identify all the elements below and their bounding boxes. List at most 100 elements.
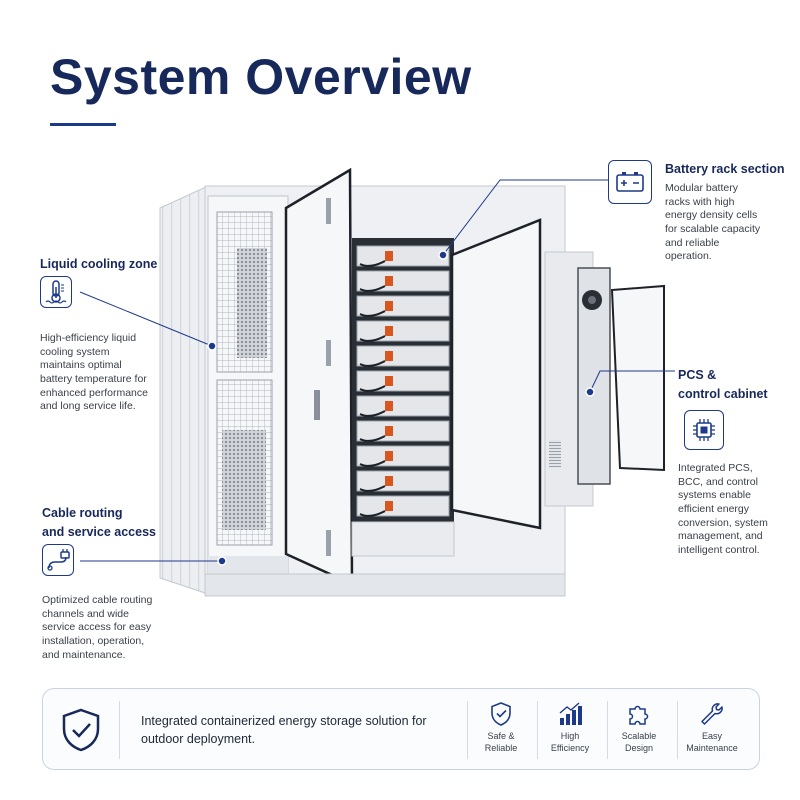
- door-handle-left: [314, 390, 320, 420]
- battery-module: [356, 495, 450, 517]
- pcs-callout-title-line2: control cabinet: [678, 387, 768, 402]
- thermometer-icon: [45, 280, 67, 304]
- cable-plug-icon: [47, 549, 70, 571]
- cooling-callout-icon-box: [40, 276, 72, 308]
- footer-panel: Integrated containerized energy storage …: [42, 688, 760, 770]
- cooling-vent-lower: [222, 430, 266, 530]
- pcs-callout-text: Integrated PCS, BCC, and control systems…: [678, 462, 768, 556]
- battery-module: [356, 395, 450, 417]
- leader-battery: [442, 179, 608, 256]
- leader-cooling: [79, 291, 213, 347]
- battery-cable: [359, 260, 386, 267]
- page-title: System Overview: [50, 49, 472, 105]
- battery-cable: [359, 310, 386, 317]
- container-base: [204, 573, 566, 597]
- battery-modules: [356, 245, 450, 517]
- feature-divider: [467, 701, 468, 759]
- battery-cable: [359, 335, 386, 342]
- shield-check-icon: [62, 708, 100, 752]
- battery-module: [356, 470, 450, 492]
- cable-callout-title-line2: and service access: [42, 525, 156, 540]
- leader-dots: [207, 250, 595, 566]
- feature-divider: [607, 701, 608, 759]
- door-hinge-left-3: [326, 530, 331, 556]
- cable-callout-icon-box: [42, 544, 74, 576]
- pcs-vent: [549, 440, 561, 468]
- feature-label-line1: Scalable: [621, 731, 657, 741]
- feature-safe-reliable: Safe &Reliable: [466, 701, 536, 754]
- battery-connector: [385, 451, 393, 461]
- battery-cable: [359, 435, 386, 442]
- battery-module: [356, 420, 450, 442]
- battery-connector: [385, 426, 393, 436]
- feature-label-line2: Maintenance: [686, 742, 738, 753]
- pcs-callout-title-line1: PCS &: [678, 368, 717, 382]
- battery-connector: [385, 401, 393, 411]
- battery-callout-icon-box: [608, 160, 652, 204]
- feature-label-line2: Efficiency: [550, 742, 590, 753]
- battery-callout-text: Modular battery racks with high energy d…: [665, 182, 761, 263]
- feature-label-line1: Safe &: [487, 731, 515, 741]
- feature-divider: [677, 701, 678, 759]
- battery-connector: [385, 351, 393, 361]
- feature-label-line1: Easy: [701, 731, 722, 741]
- wrench-icon: [701, 703, 723, 725]
- cable-callout-text: Optimized cable routing channels and wid…: [42, 594, 153, 661]
- open-door-battery: [450, 218, 542, 530]
- battery-cable: [359, 410, 386, 417]
- battery-connector: [385, 326, 393, 336]
- cooling-vent-grille: [237, 248, 267, 358]
- battery-connector: [385, 376, 393, 386]
- bar-chart-icon: [559, 702, 582, 725]
- battery-connector: [385, 476, 393, 486]
- battery-module: [356, 320, 450, 342]
- battery-connector: [385, 301, 393, 311]
- battery-cable: [359, 485, 386, 492]
- door-hinge-left-1: [326, 198, 331, 224]
- container-side-wall: [159, 185, 209, 595]
- rack-base: [351, 521, 455, 557]
- cooling-plinth: [208, 556, 288, 576]
- door-hinge-left-2: [326, 340, 331, 366]
- feature-divider: [537, 701, 538, 759]
- battery-module: [356, 370, 450, 392]
- open-door-pcs: [610, 284, 665, 472]
- battery-cable: [359, 510, 386, 517]
- battery-cable: [359, 460, 386, 467]
- battery-callout-title: Battery rack section: [665, 162, 785, 176]
- battery-connector: [385, 251, 393, 261]
- pcs-callout-icon-box: [684, 410, 724, 450]
- leader-pcs: [589, 370, 675, 393]
- battery-cable: [359, 360, 386, 367]
- feature-label-line2: Design: [624, 742, 653, 753]
- battery-connector: [385, 501, 393, 511]
- pcs-callout-title: PCS & control cabinet: [678, 366, 768, 405]
- chip-icon: [693, 419, 715, 441]
- battery-cable: [359, 385, 386, 392]
- footer-divider: [119, 701, 120, 759]
- battery-module: [356, 345, 450, 367]
- battery-connector: [385, 276, 393, 286]
- battery-module: [356, 245, 450, 267]
- cooling-callout-text: High-efficiency liquid cooling system ma…: [40, 332, 148, 413]
- title-underline: [50, 123, 116, 126]
- puzzle-icon: [629, 705, 649, 725]
- battery-cable: [359, 285, 386, 292]
- cooling-callout-title: Liquid cooling zone: [40, 257, 158, 271]
- open-door-left: [284, 167, 354, 586]
- cable-callout-title-line1: Cable routing: [42, 506, 123, 520]
- battery-icon: [616, 172, 644, 192]
- leader-lines: [79, 179, 675, 562]
- battery-module: [356, 445, 450, 467]
- battery-module: [356, 270, 450, 292]
- footer-description: Integrated containerized energy storage …: [141, 714, 427, 746]
- shield-check-icon: [491, 702, 511, 726]
- feature-label-line1: High: [560, 731, 580, 741]
- cable-callout-title: Cable routing and service access: [42, 504, 156, 543]
- feature-label-line2: Reliable: [484, 742, 518, 753]
- battery-module: [356, 295, 450, 317]
